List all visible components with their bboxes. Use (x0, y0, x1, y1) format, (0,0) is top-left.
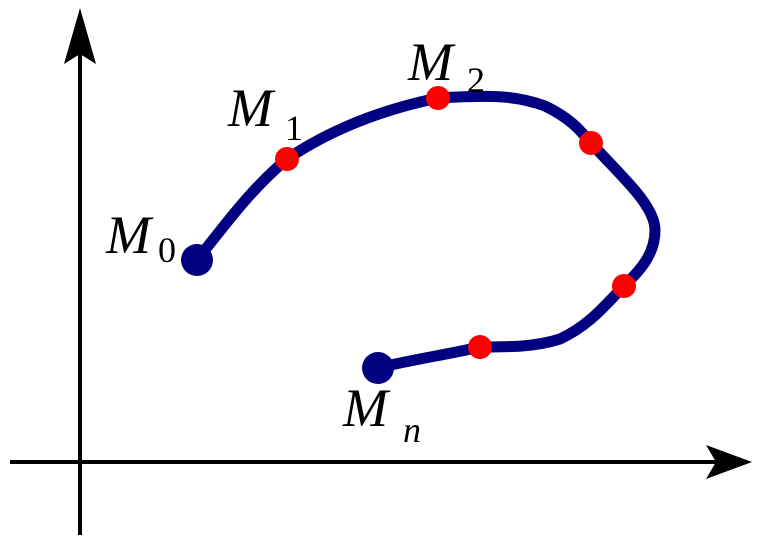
label-m0-sub: 0 (158, 230, 176, 270)
point-4 (612, 274, 636, 298)
curve-path (191, 90, 661, 374)
label-m1-sub: 1 (285, 108, 303, 148)
x-axis-arrow-icon (706, 445, 752, 479)
point-m2 (426, 86, 450, 110)
point-5 (468, 335, 492, 359)
point-3 (579, 131, 603, 155)
label-mn: M (342, 378, 391, 438)
point-m1 (275, 147, 299, 171)
y-axis-arrow-icon (64, 8, 96, 64)
point-mn (362, 352, 394, 384)
point-m0 (181, 244, 213, 276)
label-m0: M (105, 205, 154, 265)
label-m2: M (407, 32, 456, 92)
label-mn-sub: n (403, 410, 421, 450)
label-m1: M (227, 78, 276, 138)
label-m2-sub: 2 (467, 60, 485, 100)
